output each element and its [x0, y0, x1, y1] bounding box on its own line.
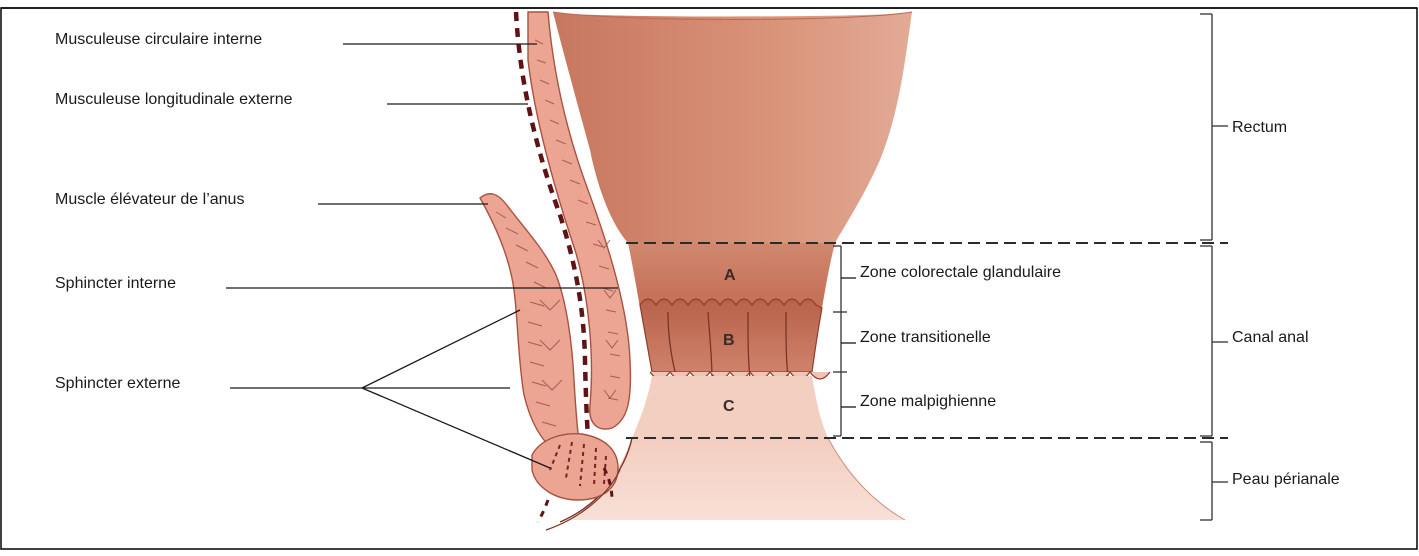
zone-b-letter: B: [723, 332, 735, 349]
zone-a-letter: A: [724, 267, 736, 284]
canal-bracket: [1200, 246, 1228, 436]
label-musculeuse-longitudinale: Musculeuse longitudinale externe: [55, 91, 293, 108]
rectum-lumen: [553, 12, 912, 243]
label-zone-colorectale: Zone colorectale glandulaire: [860, 264, 1061, 281]
label-sphincter-externe: Sphincter externe: [55, 375, 181, 392]
label-sphincter-interne: Sphincter interne: [55, 275, 176, 292]
rectum-bracket: [1200, 14, 1228, 240]
label-canal-anal: Canal anal: [1232, 329, 1309, 346]
zone-c-letter: C: [723, 398, 735, 415]
skin-bracket: [1200, 442, 1228, 520]
perianal-skin-region: [570, 438, 905, 520]
label-levator: Muscle élévateur de l’anus: [55, 191, 244, 208]
label-peau-perianale: Peau périanale: [1232, 471, 1340, 488]
label-rectum: Rectum: [1232, 119, 1287, 136]
label-musculeuse-circulaire: Musculeuse circulaire interne: [55, 31, 262, 48]
label-zone-malpighienne: Zone malpighienne: [860, 393, 996, 410]
label-zone-transitionelle: Zone transitionelle: [860, 329, 991, 346]
